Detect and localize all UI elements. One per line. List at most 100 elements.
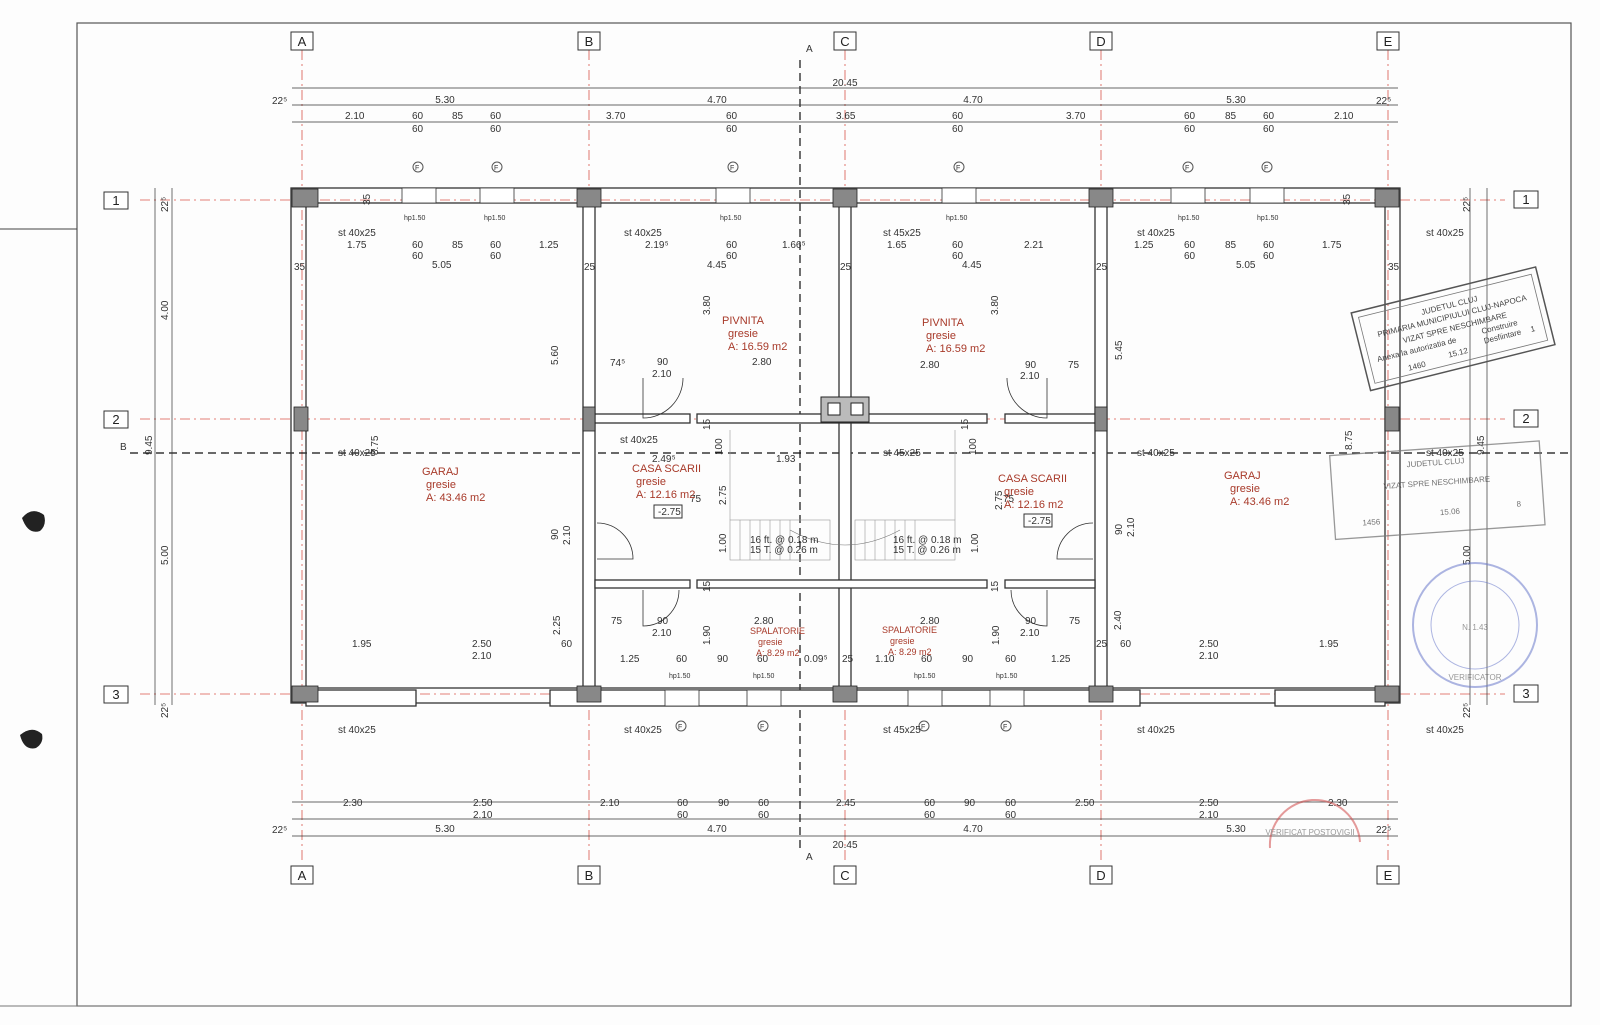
red-stamp: VERIFICAT POSTOVIGII [1265,798,1361,849]
svg-text:74⁵: 74⁵ [610,358,625,369]
inner-dims-mid: 2.49⁵ 1.93 100 100 75 75 2.75 2.75 1.00 … [550,418,1137,592]
stamp1-handwriting-3: 1 [1529,324,1536,334]
svg-text:60: 60 [1263,251,1275,262]
svg-text:hp1.50: hp1.50 [946,215,968,222]
svg-text:st 40x25: st 40x25 [624,228,662,239]
svg-text:60: 60 [758,810,770,821]
punch-hole-top [22,511,45,532]
svg-text:2.21: 2.21 [1024,240,1044,251]
svg-text:3.70: 3.70 [1066,111,1086,122]
svg-text:1.66⁵: 1.66⁵ [782,240,806,251]
dim-overall-top: 20.45 [832,78,857,89]
svg-text:2.40: 2.40 [1113,610,1124,630]
svg-text:8.75: 8.75 [370,435,381,455]
dim-bay-3: 4.70 [963,95,983,106]
section-a-bottom: A [806,852,813,863]
svg-text:0.09⁵: 0.09⁵ [804,654,828,665]
dim-edge-bottom-right: 22⁵ [1376,825,1391,836]
stamp2-handwriting-2: 15.06 [1440,507,1461,517]
axis-b-bottom: B [585,868,594,883]
svg-text:22⁵: 22⁵ [1462,197,1473,212]
svg-text:90: 90 [717,654,729,665]
svg-text:3.70: 3.70 [606,111,626,122]
svg-text:90: 90 [657,357,669,368]
svg-text:2.50: 2.50 [472,639,492,650]
svg-text:st 40x25: st 40x25 [620,435,658,446]
svg-text:2.10: 2.10 [345,111,365,122]
axis-d-bottom: D [1096,868,1105,883]
stairs-label-2: 15 T. @ 0.26 m [750,545,818,556]
axis-d-top: D [1096,34,1105,49]
svg-text:1.75: 1.75 [347,240,367,251]
svg-text:85: 85 [1225,111,1237,122]
room-6-area: A: 12.16 m2 [1004,499,1063,511]
axis-a-bottom: A [298,868,307,883]
room-7-finish: gresie [758,637,783,647]
svg-text:5.60: 5.60 [550,345,561,365]
svg-text:1.90: 1.90 [702,625,713,645]
svg-text:2.75: 2.75 [994,490,1005,510]
axis-a-top: A [298,34,307,49]
axis-labels-bottom: A B C D E [290,865,1400,885]
svg-text:60: 60 [1263,240,1275,251]
svg-text:60: 60 [412,240,424,251]
svg-text:60: 60 [1005,810,1017,821]
svg-text:35: 35 [362,193,373,205]
svg-text:2.10: 2.10 [1020,371,1040,382]
room-1-name: GARAJ [422,466,459,478]
room-6-name: CASA SCARII [998,473,1067,485]
svg-text:2.19⁵: 2.19⁵ [645,240,669,251]
svg-text:5.05: 5.05 [432,260,452,271]
red-stamp-text: VERIFICAT POSTOVIGII [1265,828,1354,837]
svg-text:90: 90 [1025,616,1037,627]
structural-columns [291,188,1400,703]
room-5-name: CASA SCARII [632,463,701,475]
dim-bay-4: 5.30 [1226,95,1246,106]
svg-text:2.30: 2.30 [343,798,363,809]
dim-bay-1: 5.30 [435,95,455,106]
room-8-name: SPALATORIE [882,625,937,635]
svg-text:2.10: 2.10 [600,798,620,809]
svg-text:22⁵: 22⁵ [1462,703,1473,718]
axis-2-left: 2 [112,412,119,427]
room-5-finish: gresie [636,476,666,488]
dim-edge-bottom-left: 22⁵ [272,825,287,836]
svg-text:25: 25 [840,262,852,273]
svg-text:60: 60 [952,251,964,262]
svg-text:15: 15 [702,580,713,592]
svg-text:st 45x25: st 45x25 [883,725,921,736]
svg-text:100: 100 [968,438,979,455]
inner-dims-row1: 1.75 60 85 60 1.25 2.19⁵ 60 1.66⁵ 1.65 6… [347,240,1342,271]
svg-text:1.10: 1.10 [875,654,895,665]
svg-text:85: 85 [452,111,464,122]
svg-text:st 40x25: st 40x25 [624,725,662,736]
svg-text:1.25: 1.25 [539,240,559,251]
svg-text:st 40x25: st 40x25 [1137,228,1175,239]
svg-text:60: 60 [1184,251,1196,262]
svg-text:60: 60 [726,240,738,251]
svg-text:35: 35 [294,262,306,273]
svg-text:1.90: 1.90 [991,625,1002,645]
svg-text:st 40x25: st 40x25 [1426,228,1464,239]
svg-text:60: 60 [412,124,424,135]
svg-text:2.80: 2.80 [920,360,940,371]
svg-text:90: 90 [964,798,976,809]
svg-text:3.80: 3.80 [702,295,713,315]
svg-text:60: 60 [1184,240,1196,251]
room-3-area: A: 16.59 m2 [926,343,985,355]
svg-text:90: 90 [1025,360,1037,371]
svg-text:25: 25 [1096,262,1108,273]
dim-chains-side [154,188,1488,705]
svg-text:F: F [1185,165,1189,172]
svg-text:60: 60 [1005,654,1017,665]
svg-text:75: 75 [1069,616,1081,627]
svg-text:3.65: 3.65 [836,111,856,122]
svg-text:22⁵: 22⁵ [160,197,171,212]
svg-text:2.10: 2.10 [1199,810,1219,821]
svg-text:90: 90 [718,798,730,809]
svg-text:60: 60 [1263,124,1275,135]
svg-text:85: 85 [1225,240,1237,251]
svg-text:15: 15 [702,418,713,430]
svg-text:2.50: 2.50 [473,798,493,809]
axis-e-top: E [1384,34,1393,49]
